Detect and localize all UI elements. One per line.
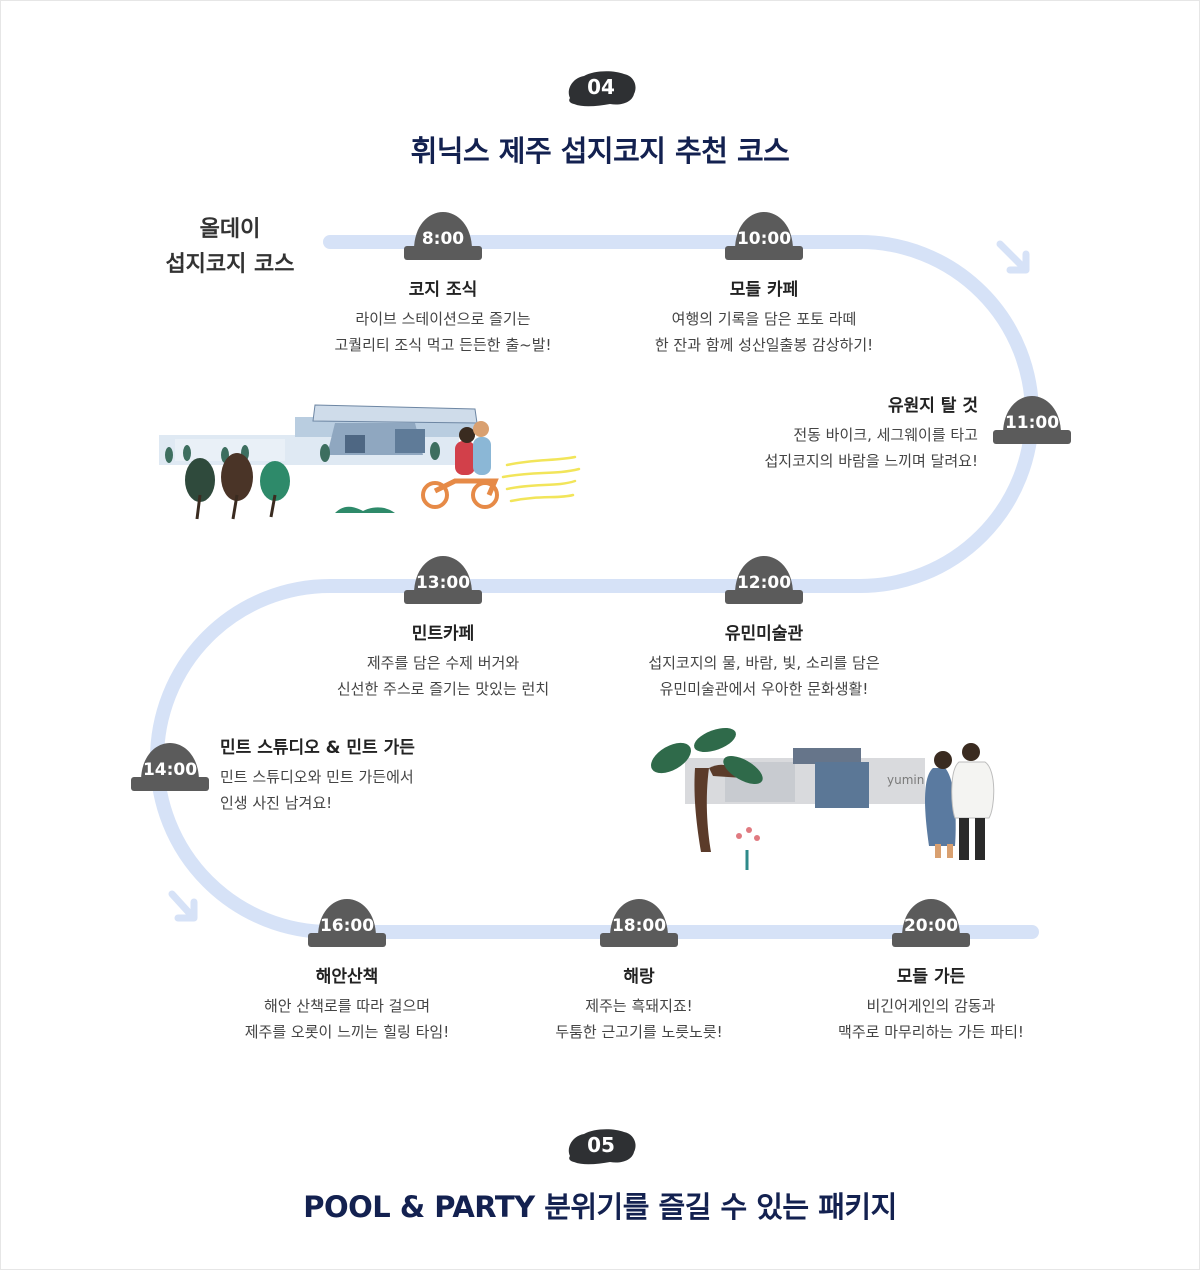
section-title: POOL & PARTY 분위기를 즐길 수 있는 패키지: [303, 1190, 897, 1224]
stop-name: 민트 스튜디오 & 민트 가든: [220, 738, 415, 758]
time-label: 13:00: [415, 573, 471, 593]
time-pin: 18:00: [600, 899, 678, 949]
stop-desc-line1: 섭지코지의 물, 바람, 빛, 소리를 담은: [648, 654, 880, 672]
museum-couple-illustration: yumin: [651, 727, 995, 870]
stop-desc-line1: 라이브 스테이션으로 즐기는: [355, 310, 531, 328]
ink-blot-icon: [568, 1129, 636, 1165]
time-pin: 11:00: [993, 396, 1071, 446]
course-label-line2: 섭지코지 코스: [165, 252, 295, 277]
stop-desc-line2: 유민미술관에서 우아한 문화생활!: [659, 680, 869, 698]
time-pin: 14:00: [131, 743, 209, 793]
arrow-down-left-icon: [168, 890, 198, 922]
time-pin: 8:00: [404, 212, 482, 262]
stop-name: 모들 카페: [729, 280, 799, 300]
section-number-badge: 05: [564, 1126, 638, 1166]
stop-desc-line2: 인생 사진 남겨요!: [220, 794, 333, 812]
stop-mint-cafe: 민트카페 제주를 담은 수제 버거와 신선한 주스로 즐기는 맛있는 런치: [293, 619, 593, 702]
stop-name: 모들 가든: [896, 967, 966, 987]
stop-desc-line1: 제주를 담은 수제 버거와: [366, 654, 520, 672]
stop-desc-line2: 신선한 주스로 즐기는 맛있는 런치: [336, 680, 550, 698]
stop-desc-line1: 해안 산책로를 따라 걸으며: [263, 997, 431, 1015]
course-label-line1: 올데이: [199, 217, 261, 242]
time-pin: 10:00: [725, 212, 803, 262]
time-pin: 16:00: [308, 899, 386, 949]
time-label: 20:00: [903, 916, 959, 936]
time-label: 10:00: [736, 229, 792, 249]
stop-desc-line2: 고퀄리티 조식 먹고 든든한 출~발!: [334, 336, 552, 354]
museum-sign: yumin: [887, 773, 924, 787]
time-label: 8:00: [421, 229, 465, 249]
time-label: 14:00: [142, 760, 198, 780]
stop-amusement-rides: 유원지 탈 것 전동 바이크, 세그웨이를 타고 섭지코지의 바람을 느끼며 달…: [660, 391, 978, 474]
stop-desc-line2: 맥주로 마무리하는 가든 파티!: [838, 1023, 1024, 1041]
course-label: 올데이 섭지코지 코스: [140, 212, 320, 282]
arrow-down-right-icon: [996, 240, 1030, 274]
time-label: 18:00: [611, 916, 667, 936]
stop-desc-line2: 두툼한 근고기를 노릇노릇!: [555, 1023, 723, 1041]
stop-desc-line2: 한 잔과 함께 성산일출봉 감상하기!: [654, 336, 874, 354]
section-number: 04: [587, 75, 615, 99]
stop-desc-line1: 전동 바이크, 세그웨이를 타고: [793, 426, 978, 444]
stop-name: 유원지 탈 것: [887, 396, 978, 416]
stop-mint-studio: 민트 스튜디오 & 민트 가든 민트 스튜디오와 민트 가든에서 인생 사진 남…: [220, 733, 540, 816]
stop-name: 민트카페: [411, 624, 475, 644]
stop-desc-line1: 제주는 흑돼지죠!: [585, 997, 693, 1015]
time-label: 12:00: [736, 573, 792, 593]
stop-desc-line1: 민트 스튜디오와 민트 가든에서: [220, 768, 414, 786]
time-label: 16:00: [319, 916, 375, 936]
stop-yumin-museum: 유민미술관 섭지코지의 물, 바람, 빛, 소리를 담은 유민미술관에서 우아한…: [600, 619, 928, 702]
stop-modeul-garden: 모들 가든 비긴어게인의 감동과 맥주로 마무리하는 가든 파티!: [781, 962, 1081, 1045]
section-number-badge: 04: [564, 68, 638, 108]
stop-desc-line1: 여행의 기록을 담은 포토 라떼: [671, 310, 857, 328]
stop-name: 유민미술관: [724, 624, 804, 644]
stop-modeul-cafe: 모들 카페 여행의 기록을 담은 포토 라떼 한 잔과 함께 성산일출봉 감상하…: [600, 275, 928, 358]
stop-haerang: 해랑 제주는 흑돼지죠! 두툼한 근고기를 노릇노릇!: [489, 962, 789, 1045]
time-pin: 13:00: [404, 556, 482, 606]
time-pin: 12:00: [725, 556, 803, 606]
stop-desc-line2: 섭지코지의 바람을 느끼며 달려요!: [764, 452, 978, 470]
stop-name: 코지 조식: [408, 280, 478, 300]
stop-name: 해랑: [623, 967, 655, 987]
time-pin: 20:00: [892, 899, 970, 949]
stop-coastal-walk: 해안산책 해안 산책로를 따라 걸으며 제주를 오롯이 느끼는 힐링 타임!: [197, 962, 497, 1045]
stop-desc-line1: 비긴어게인의 감동과: [866, 997, 996, 1015]
time-label: 11:00: [1004, 413, 1060, 433]
ink-blot-icon: [568, 71, 636, 107]
section-title: 휘닉스 제주 섭지코지 추천 코스: [410, 134, 790, 168]
stop-name: 해안산책: [315, 967, 379, 987]
section-number: 05: [587, 1133, 615, 1157]
stop-cozy-breakfast: 코지 조식 라이브 스테이션으로 즐기는 고퀄리티 조식 먹고 든든한 출~발!: [293, 275, 593, 358]
resort-scooter-illustration: [159, 404, 581, 520]
stop-desc-line2: 제주를 오롯이 느끼는 힐링 타임!: [244, 1023, 450, 1041]
